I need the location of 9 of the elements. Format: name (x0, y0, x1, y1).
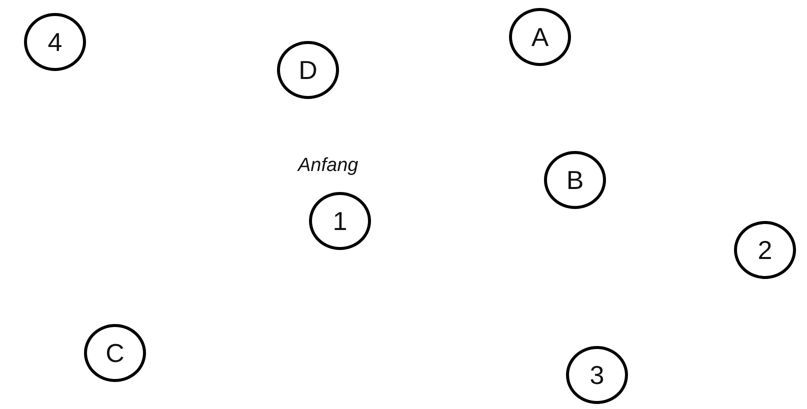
node-label: 1 (332, 208, 348, 234)
node-label: C (106, 340, 124, 366)
node-label: B (566, 167, 584, 193)
node-label: D (298, 57, 318, 83)
node-label: 2 (758, 237, 772, 263)
node-label: 3 (590, 362, 604, 388)
start-label: Anfang (298, 155, 358, 177)
node-label: 4 (48, 29, 62, 55)
node-label: A (531, 24, 549, 50)
